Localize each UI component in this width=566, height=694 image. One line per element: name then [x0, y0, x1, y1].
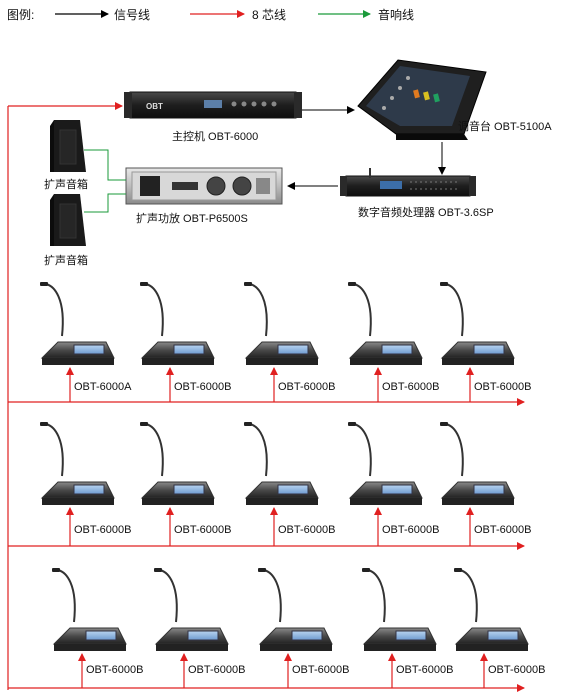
speaker-top — [50, 120, 86, 172]
host-label: 主控机 OBT-6000 — [172, 131, 259, 143]
unit-model-label: OBT-6000B — [86, 664, 144, 676]
legend-speaker-label: 音响线 — [378, 8, 415, 22]
speaker-top-label: 扩声音箱 — [44, 179, 88, 191]
unit-model-label: OBT-6000B — [278, 524, 336, 536]
legend-signal-label: 信号线 — [114, 8, 151, 22]
conference-row-3 — [8, 568, 529, 692]
host-controller: OBT — [124, 91, 302, 119]
conference-unit — [40, 422, 115, 505]
conference-row-1 — [8, 282, 525, 406]
unit-model-label: OBT-6000B — [278, 381, 336, 393]
conference-unit — [348, 282, 423, 365]
conference-unit — [40, 282, 115, 365]
audio-processor — [340, 168, 476, 197]
amp-to-speaker-top-line — [84, 149, 126, 181]
conference-unit — [440, 282, 515, 365]
host-logo: OBT — [146, 102, 163, 111]
conference-row-2 — [8, 422, 525, 550]
unit-model-label: OBT-6000A — [74, 381, 132, 393]
conference-unit — [454, 568, 529, 651]
unit-model-label: OBT-6000B — [382, 524, 440, 536]
legend-eight-core-label: 8 芯线 — [252, 8, 287, 22]
power-amplifier — [125, 167, 283, 205]
conference-unit — [362, 568, 437, 651]
speaker-bottom-label: 扩声音箱 — [44, 255, 88, 267]
conference-unit — [258, 568, 333, 651]
unit-model-label: OBT-6000B — [488, 664, 546, 676]
unit-model-label: OBT-6000B — [188, 664, 246, 676]
conference-unit — [154, 568, 229, 651]
unit-model-label: OBT-6000B — [292, 664, 350, 676]
mixer-label: 调音台 OBT-5100A — [458, 121, 552, 133]
mixing-console — [357, 59, 487, 140]
unit-model-label: OBT-6000B — [474, 524, 532, 536]
unit-model-label: OBT-6000B — [74, 524, 132, 536]
conference-unit — [244, 422, 319, 505]
conference-unit — [140, 282, 215, 365]
unit-model-label: OBT-6000B — [396, 664, 454, 676]
speaker-bottom — [50, 194, 86, 246]
amp-to-speaker-bottom-line — [84, 193, 126, 213]
amplifier-label: 扩声功放 OBT-P6500S — [136, 213, 248, 225]
conference-unit — [244, 282, 319, 365]
unit-model-label: OBT-6000B — [174, 524, 232, 536]
conference-unit — [140, 422, 215, 505]
processor-label: 数字音频处理器 OBT-3.6SP — [358, 207, 494, 219]
legend-title: 图例: — [7, 8, 35, 22]
unit-model-label: OBT-6000B — [382, 381, 440, 393]
conference-unit — [348, 422, 423, 505]
unit-model-label: OBT-6000B — [174, 381, 232, 393]
unit-model-label: OBT-6000B — [474, 381, 532, 393]
conference-unit — [52, 568, 127, 651]
conference-unit — [440, 422, 515, 505]
